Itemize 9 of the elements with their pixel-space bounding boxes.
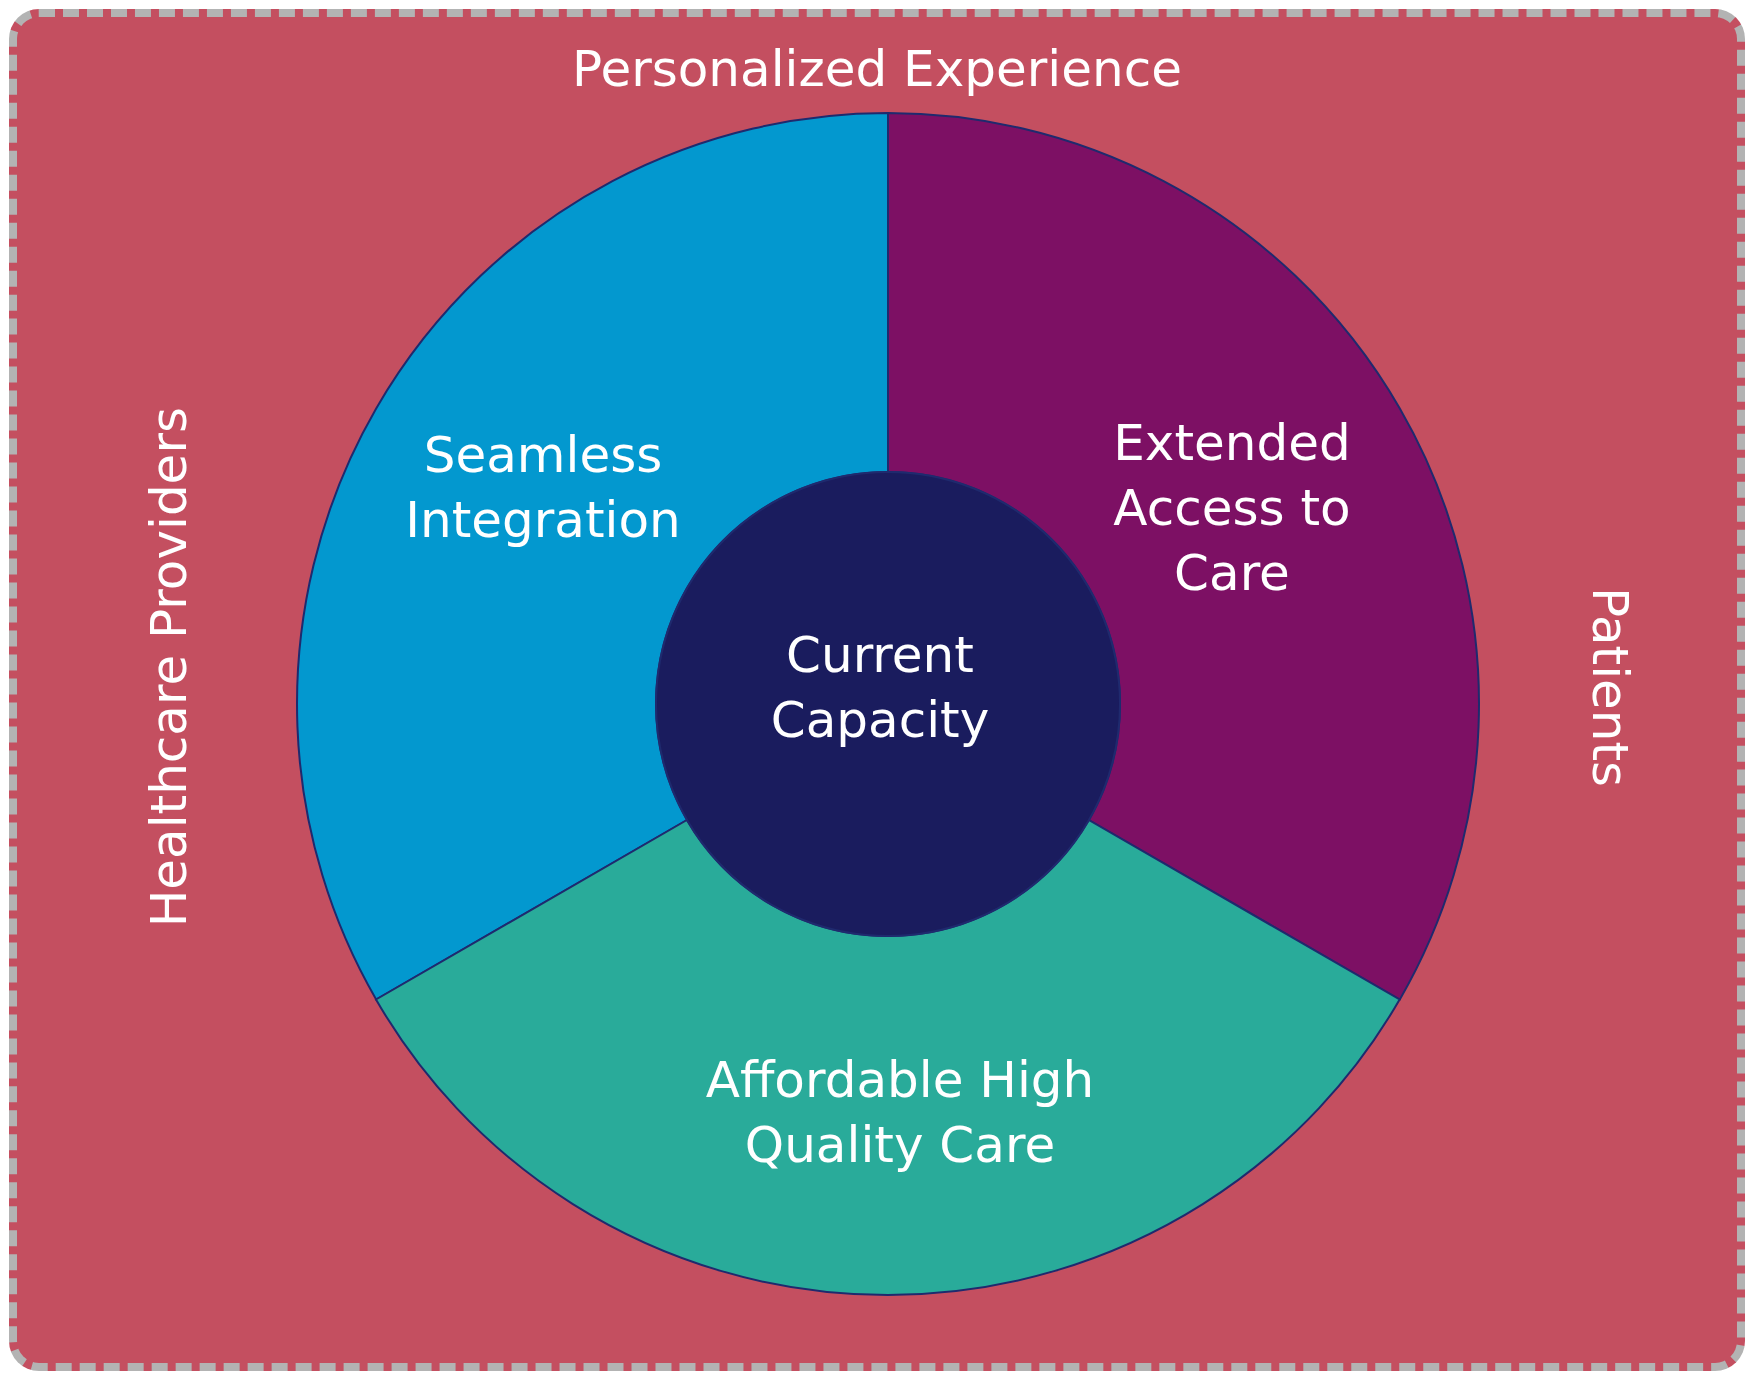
band-side-label: Healthcare Providers [139, 407, 199, 928]
band-heading: Personalized Experience [572, 39, 1182, 100]
band-side-label: Patients [1580, 587, 1640, 788]
segment-label: Affordable High Quality Care [704, 1050, 1096, 1176]
ring-segment [376, 820, 1400, 1295]
segment-label: Seamless Integration [404, 425, 682, 551]
segment-label: Current Capacity [769, 625, 991, 751]
segment-label: Extended Access to Care [1112, 412, 1352, 604]
outer-band [9, 9, 1745, 1371]
